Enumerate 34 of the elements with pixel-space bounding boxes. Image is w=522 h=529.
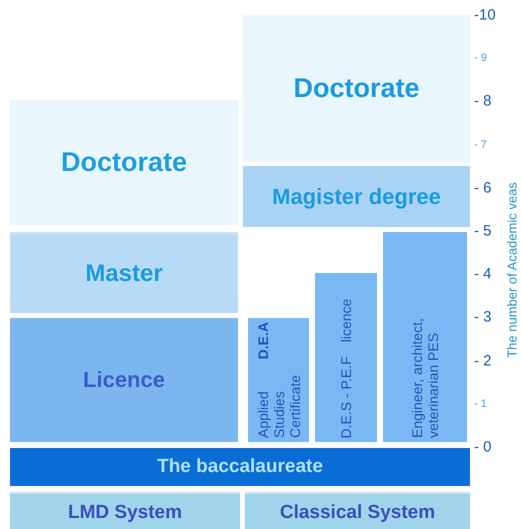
diploma-label: D.E.A <box>254 322 270 360</box>
level-label: Magister degree <box>272 184 441 210</box>
level-label: The baccalaureate <box>157 456 323 478</box>
diploma-label: Engineer, architect, veterinarian PES <box>409 317 441 438</box>
diploma-bar <box>315 273 377 442</box>
tick-label: - 9 <box>474 52 487 64</box>
tick-label: - 4 <box>474 266 492 283</box>
tick-label: - 0 <box>474 438 492 456</box>
level-label: Classical System <box>280 502 436 524</box>
tick-label: - 5 <box>474 222 492 240</box>
tick-label: - 1 <box>474 398 487 410</box>
level-label: Master <box>85 260 163 288</box>
diploma-label: D.E.S - P.E.F <box>338 356 354 438</box>
level-box <box>243 166 470 227</box>
tick-label: - 6 <box>474 179 492 196</box>
diploma-bar <box>383 232 467 442</box>
level-box <box>10 232 238 313</box>
diploma-bar <box>248 318 309 442</box>
tick-label: - 2 <box>474 352 492 370</box>
axis-title: The number of Academic veas <box>504 182 520 358</box>
level-label: LMD System <box>68 502 182 524</box>
level-box <box>245 492 470 529</box>
tick-label: -10 <box>474 6 496 24</box>
level-label: Licence <box>83 367 165 393</box>
level-label: Doctorate <box>60 147 188 178</box>
level-box <box>10 318 238 442</box>
tick-label: - 8 <box>474 92 492 110</box>
level-label: Doctorate <box>293 73 420 104</box>
tick-label: - 3 <box>474 308 492 326</box>
tick-label: - 7 <box>474 138 487 151</box>
diploma-label: Applied Studies Certificate <box>254 374 302 438</box>
level-box <box>10 448 470 486</box>
diploma-label: licence <box>338 298 354 342</box>
level-box <box>10 492 240 529</box>
